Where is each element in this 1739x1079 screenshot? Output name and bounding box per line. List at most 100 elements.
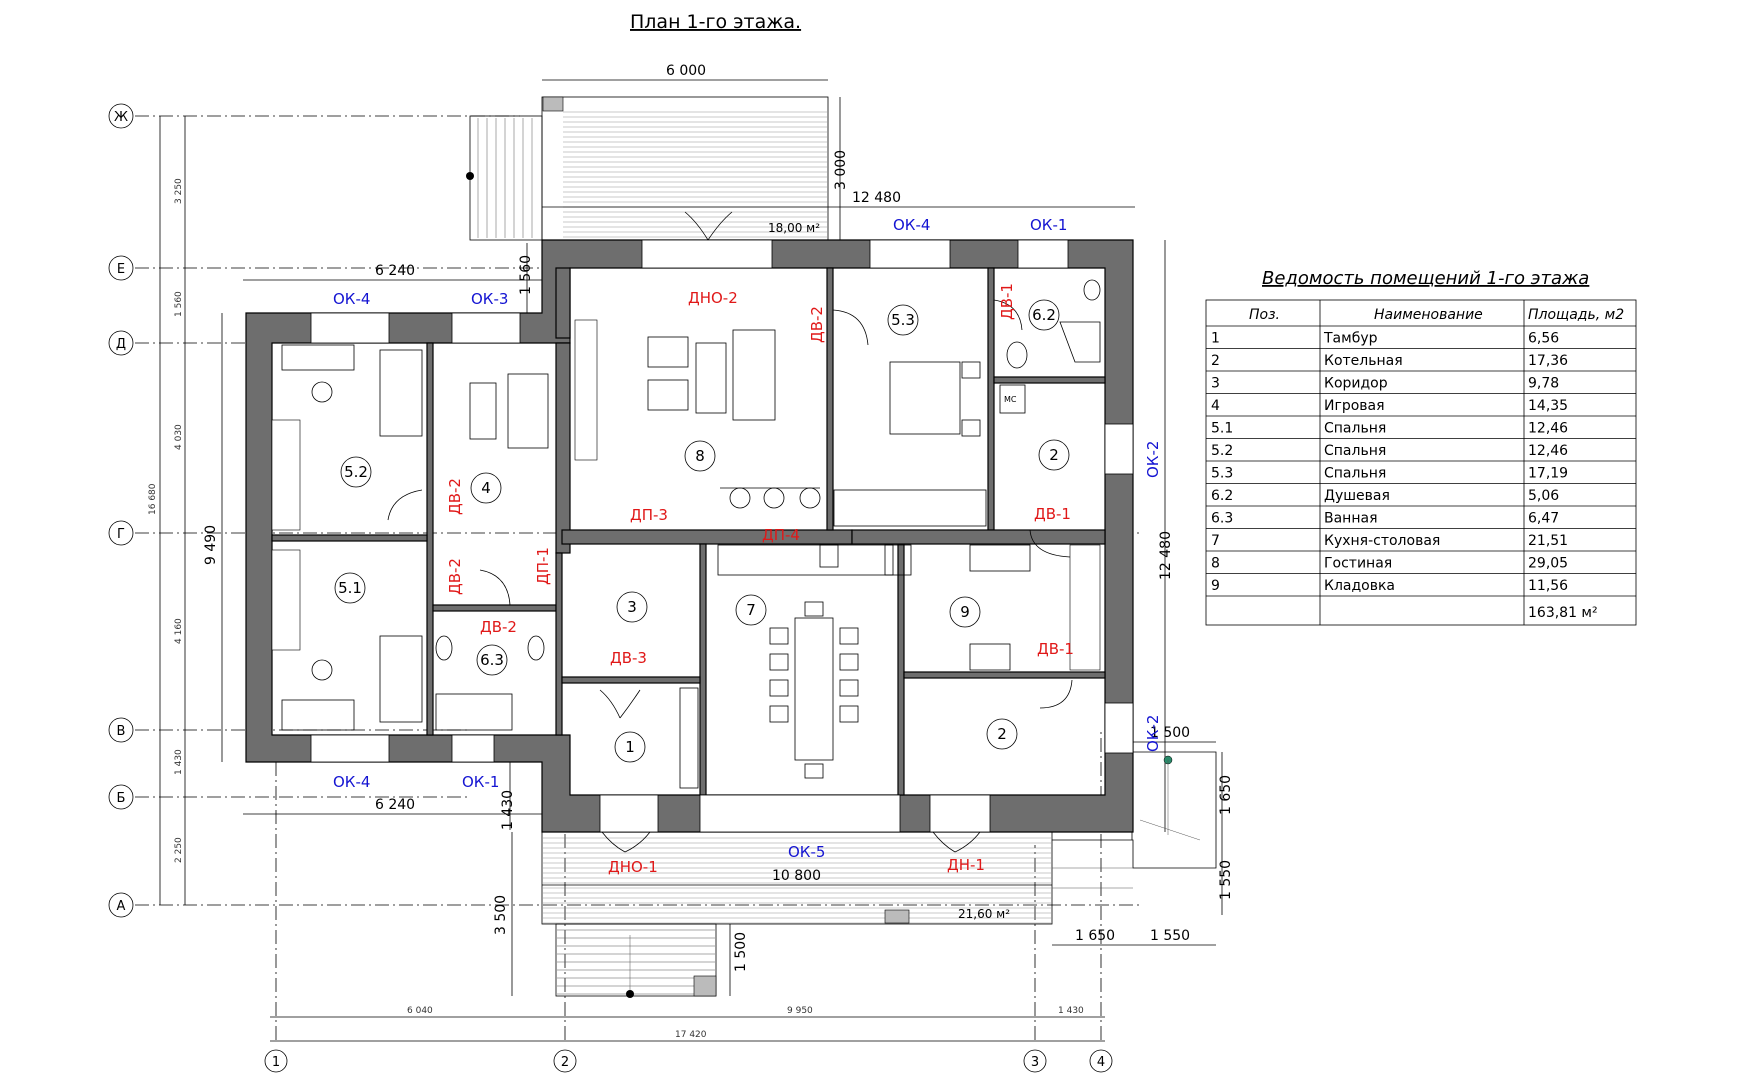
col-dim-total: 17 420 — [675, 1030, 707, 1040]
windows-openings — [271, 239, 1134, 833]
dim-stairs-depth: 1 500 — [733, 932, 749, 972]
table-cell-pos: 5.3 — [1211, 466, 1233, 482]
row-axis-label: В — [117, 724, 126, 739]
table-cell-pos: 5.1 — [1211, 421, 1233, 437]
col-dim-1: 6 040 — [407, 1006, 433, 1016]
svg-text:ДНО-1: ДНО-1 — [608, 858, 658, 876]
table-cell-name: Гостиная — [1324, 556, 1392, 572]
row-axis-label: Б — [117, 791, 126, 806]
svg-text:ОК-4: ОК-4 — [893, 216, 930, 234]
col-axis-bubble: 3 — [1023, 1049, 1047, 1073]
svg-text:8: 8 — [695, 447, 705, 465]
table-cell-pos: 6.3 — [1211, 511, 1233, 527]
table-cell-name: Душевая — [1324, 488, 1390, 504]
dim-right-height: 12 480 — [1158, 531, 1174, 580]
dim-left-wing-bottom: 6 240 — [375, 797, 415, 813]
table-cell-pos: 9 — [1211, 578, 1220, 594]
svg-text:ДНО-2: ДНО-2 — [688, 289, 738, 307]
room-number-bubbles: 5.3 6.2 5.2 4 8 2 5.1 3 7 9 6.3 1 2 — [334, 299, 1070, 763]
svg-text:ДВ-1: ДВ-1 — [1037, 640, 1074, 658]
table-cell-area: 5,06 — [1528, 488, 1559, 504]
fixture-label: МС — [1004, 395, 1017, 404]
table-cell-name: Кладовка — [1324, 578, 1395, 594]
row-axis-bubble: Ж — [108, 103, 134, 129]
svg-text:ОК-4: ОК-4 — [333, 290, 370, 308]
col-axis-bubble: 2 — [553, 1049, 577, 1073]
bottom-dimension-chain: 6 040 9 950 1 430 17 420 — [270, 1006, 1105, 1042]
row-dim-segment: 1 560 — [174, 291, 184, 317]
svg-text:1: 1 — [625, 738, 635, 756]
svg-text:ОК-1: ОК-1 — [462, 773, 499, 791]
svg-text:ДВ-1: ДВ-1 — [1034, 505, 1071, 523]
table-cell-pos: 6.2 — [1211, 488, 1233, 504]
svg-text:ДВ-2: ДВ-2 — [446, 558, 464, 595]
table-cell-pos: 5.2 — [1211, 443, 1233, 459]
front-terrace: 21,60 м² — [541, 751, 1217, 998]
row-axis-bubble: Г — [108, 520, 134, 546]
row-dim-segment: 4 160 — [174, 618, 184, 644]
svg-text:6.2: 6.2 — [1032, 306, 1056, 324]
table-cell-area: 17,36 — [1528, 353, 1568, 369]
dim-step-bottom: 1 430 — [500, 790, 516, 830]
col-axis-label: 1 — [272, 1055, 280, 1070]
table-cell-area: 29,05 — [1528, 556, 1568, 572]
table-cell-pos: 4 — [1211, 398, 1220, 414]
table-cell-area: 6,47 — [1528, 511, 1559, 527]
svg-text:ДВ-3: ДВ-3 — [610, 649, 647, 667]
table-cell-name: Спальня — [1324, 443, 1386, 459]
table-cell-pos: 2 — [1211, 353, 1220, 369]
front-terrace-area: 21,60 м² — [958, 907, 1010, 921]
col-dim-3: 1 430 — [1058, 1006, 1084, 1016]
schedule-title: Ведомость помещений 1-го этажа — [1262, 268, 1589, 289]
row-axis-label: Е — [117, 262, 125, 277]
dim-top-terrace-width: 6 000 — [666, 63, 706, 79]
svg-text:9: 9 — [960, 603, 970, 621]
row-dim-segment: 4 030 — [174, 424, 184, 450]
svg-text:ДП-4: ДП-4 — [762, 526, 800, 544]
svg-text:ОК-2: ОК-2 — [1144, 441, 1162, 478]
row-axis-label: Д — [116, 337, 126, 352]
svg-text:ОК-3: ОК-3 — [471, 290, 508, 308]
dim-porch-bottom-1: 1 650 — [1075, 928, 1115, 944]
table-cell-name: Спальня — [1324, 466, 1386, 482]
svg-text:ДВ-2: ДВ-2 — [480, 618, 517, 636]
row-axis-bubble: Е — [108, 255, 134, 281]
svg-text:ДН-1: ДН-1 — [947, 856, 985, 874]
table-cell-name: Спальня — [1324, 421, 1386, 437]
dim-left-wing-top: 6 240 — [375, 263, 415, 279]
svg-text:5.2: 5.2 — [344, 463, 368, 481]
col-dim-2: 9 950 — [787, 1006, 813, 1016]
dim-porch-width-1: 1 500 — [1150, 725, 1190, 741]
table-total: 163,81 м² — [1528, 605, 1598, 621]
dim-porch-height-2: 1 550 — [1218, 860, 1234, 900]
row-dim-segment: 1 430 — [174, 749, 184, 775]
table-cell-area: 21,51 — [1528, 533, 1568, 549]
table-header-name: Наименование — [1374, 307, 1483, 323]
svg-text:5.3: 5.3 — [891, 311, 915, 329]
svg-text:ДП-1: ДП-1 — [534, 547, 552, 585]
svg-text:ОК-2: ОК-2 — [1144, 715, 1162, 752]
table-cell-area: 9,78 — [1528, 376, 1559, 392]
row-axis-bubble: В — [108, 717, 134, 743]
dim-top-overall: 12 480 — [852, 190, 901, 206]
window-labels: ОК-4 ОК-3 ОК-4 ОК-1 ОК-2 ОК-2 ОК-4 ОК-1 … — [333, 216, 1162, 861]
row-axis-label: Ж — [114, 110, 128, 125]
svg-text:4: 4 — [481, 479, 491, 497]
svg-text:ДВ-2: ДВ-2 — [808, 306, 826, 343]
col-axis-label: 2 — [561, 1055, 569, 1070]
table-cell-name: Котельная — [1324, 353, 1403, 369]
svg-text:3: 3 — [627, 598, 637, 616]
row-axis-bubble: Д — [108, 330, 134, 356]
table-cell-pos: 1 — [1211, 331, 1220, 347]
col-axis-bubble: 4 — [1089, 1049, 1113, 1073]
table-cell-area: 11,56 — [1528, 578, 1568, 594]
dim-front-terrace-depth: 3 500 — [493, 895, 509, 935]
row-axis-label: А — [117, 899, 126, 914]
row-dim-segment: 2 250 — [174, 837, 184, 863]
svg-text:6.3: 6.3 — [480, 651, 504, 669]
dim-porch-height-1: 1 650 — [1218, 775, 1234, 815]
door-labels: ДНО-2 ДВ-2 ДВ-1 ДВ-2 ДВ-2 ДП-1 ДП-3 ДП-4… — [446, 283, 1074, 876]
table-cell-area: 6,56 — [1528, 331, 1559, 347]
table-cell-area: 17,19 — [1528, 466, 1568, 482]
